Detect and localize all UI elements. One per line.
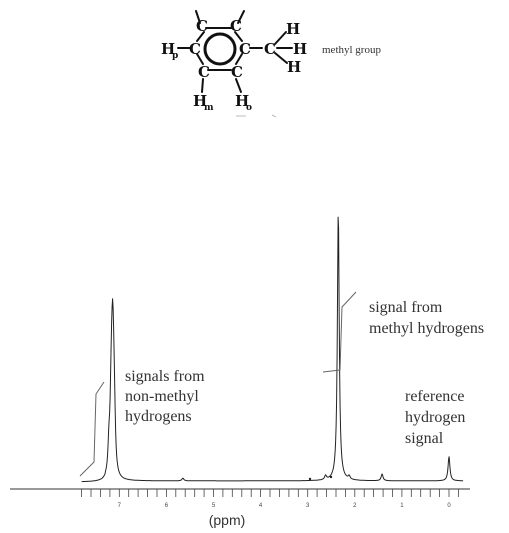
scan-residue (236, 114, 277, 118)
artifact-dot-right (329, 475, 333, 479)
annotation-methyl-line1: signal from (369, 299, 443, 316)
x-tick-label: 3 (306, 503, 310, 509)
artifact-dot-left (308, 477, 312, 481)
methyl-hydrogen-bottom: H (287, 58, 301, 76)
nmr-spectrum: 7 6 5 4 3 2 1 0 (ppm) (10, 216, 470, 528)
subscript-ortho: o (246, 103, 252, 113)
x-tick-label: 6 (165, 503, 169, 509)
x-tick-label: 1 (400, 503, 404, 509)
hydrogen-meta: H (193, 92, 207, 110)
x-axis-unit: (ppm) (209, 512, 246, 528)
leader-line-non-methyl (79, 381, 105, 477)
benzene-ring-bonds (177, 10, 293, 93)
annotation-methyl: signal from methyl hydrogens (322, 291, 484, 373)
carbon-top-right: C (230, 17, 242, 35)
tick-labels: 7 6 5 4 3 2 1 0 (118, 503, 452, 509)
annotation-reference-line1: reference (405, 388, 465, 405)
annotation-reference-line3: signal (405, 430, 444, 447)
annotation-non-methyl-line3: hydrogens (125, 408, 192, 425)
carbon-top-left: C (196, 17, 208, 35)
carbon-bottom-left: C (198, 63, 210, 81)
subscript-meta: m (204, 103, 214, 113)
annotation-methyl-line2: methyl hydrogens (369, 320, 484, 337)
x-tick-label: 4 (259, 503, 263, 509)
minor-ticks (81, 489, 459, 497)
carbon-right: C (239, 40, 251, 58)
leader-line-methyl (322, 291, 357, 373)
x-tick-label: 5 (212, 503, 216, 509)
annotation-reference: reference hydrogen signal (405, 388, 465, 447)
methyl-hydrogen-middle: H (293, 40, 307, 58)
annotation-non-methyl: signals from non-methyl hydrogens (79, 368, 205, 477)
hydrogen-ortho: H (235, 92, 249, 110)
x-tick-label: 2 (353, 503, 357, 509)
carbon-left: C (189, 40, 201, 58)
aromatic-ring-circle (203, 32, 237, 66)
toluene-structure: C C C C C C C H p H m H o H H H methyl g… (161, 10, 381, 118)
subscript-para: p (172, 51, 178, 61)
x-tick-label: 0 (447, 503, 451, 509)
methyl-hydrogen-top: H (286, 20, 300, 38)
spectrum-trace (81, 216, 464, 483)
x-tick-label: 7 (118, 503, 122, 509)
annotation-non-methyl-line2: non-methyl (125, 388, 199, 405)
carbon-bottom-right: C (231, 63, 243, 81)
hydrogens: H p H m H o H H H (161, 20, 307, 113)
annotation-reference-line2: hydrogen (405, 409, 465, 426)
annotation-non-methyl-line1: signals from (125, 368, 205, 385)
ring-carbons: C C C C C C C (189, 17, 276, 81)
hydrogen-para: H (161, 40, 175, 58)
methyl-carbon: C (264, 40, 276, 58)
methyl-group-label: methyl group (322, 44, 381, 56)
